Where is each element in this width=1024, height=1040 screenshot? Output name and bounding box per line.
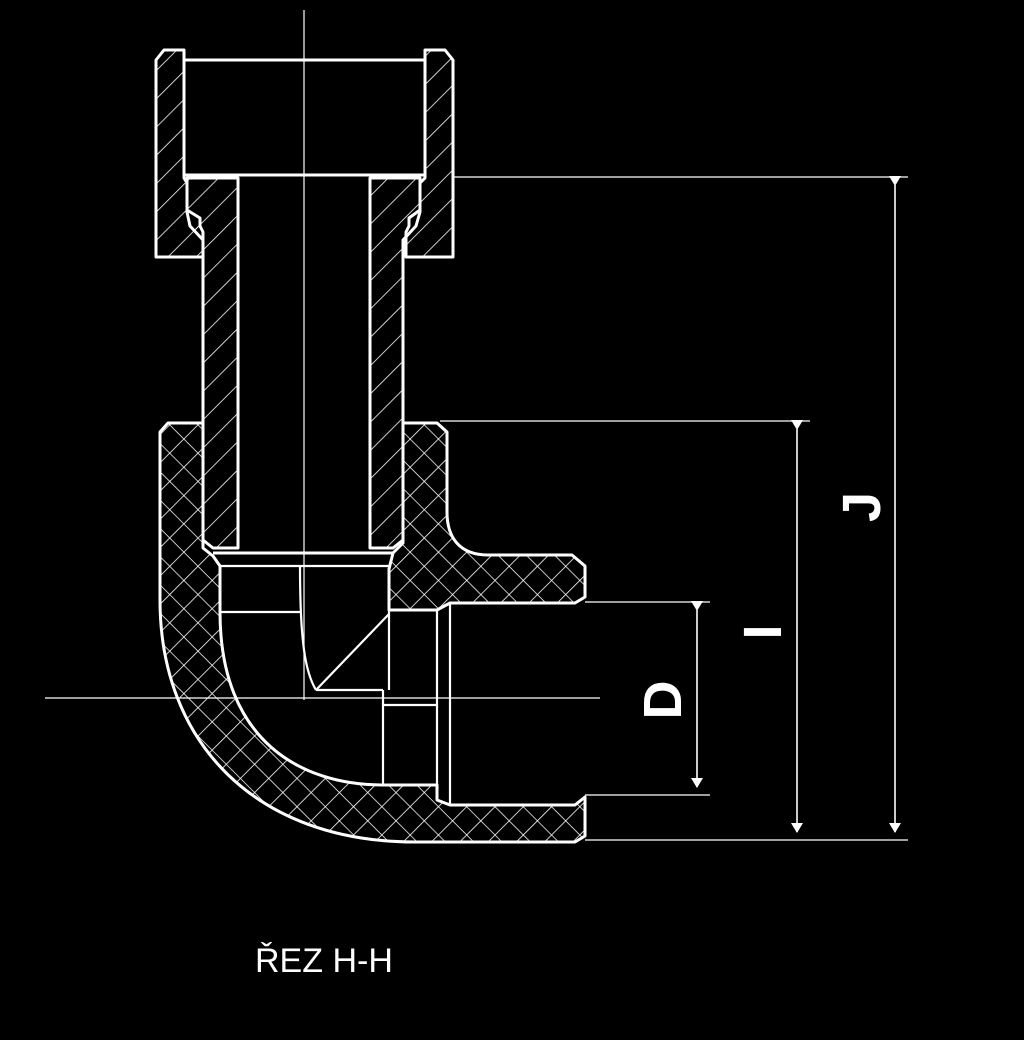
dimension-j-label: J [832,492,892,522]
tailpiece-right-wall [368,176,422,550]
extension-lines [440,176,908,841]
elbow-inner-wall [387,421,587,612]
tailpiece [185,176,422,555]
centre-lines [45,10,600,700]
dimension-i-label: I [733,624,793,639]
section-caption: ŘEZ H-H [255,942,393,980]
dimension-lines [691,176,901,833]
elbow-outer-wall [158,421,587,844]
bore-contours [220,178,452,805]
elbow-body [158,421,587,844]
dimension-d-label: D [633,681,693,720]
